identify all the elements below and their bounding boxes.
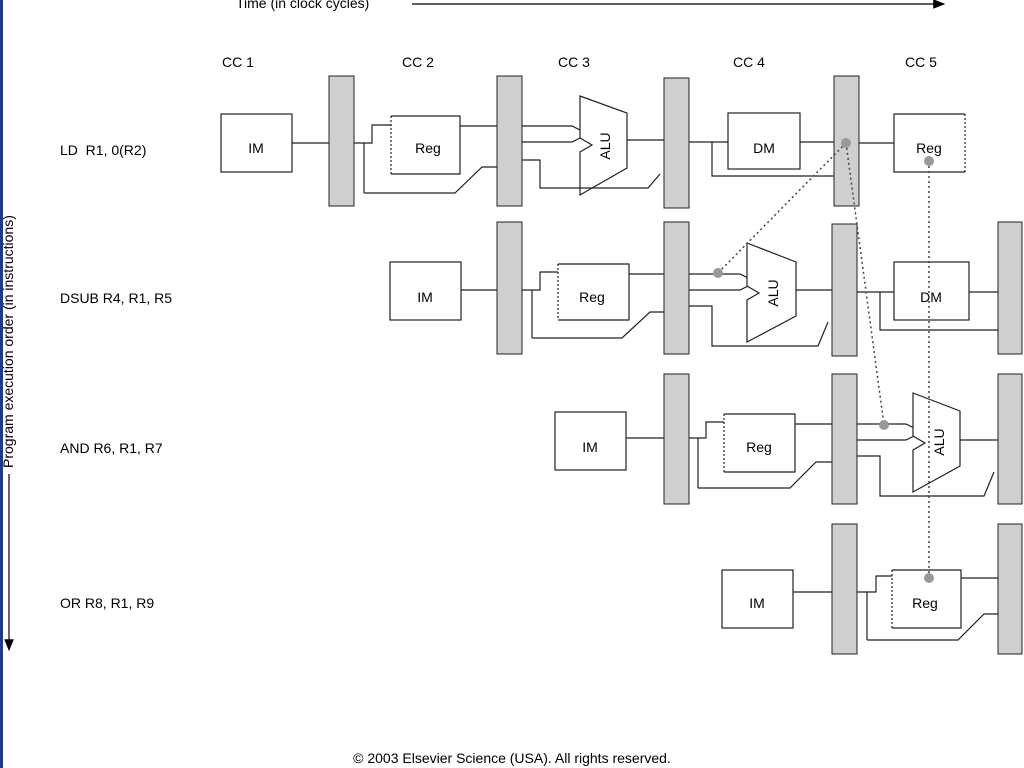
time-axis-label: Time (in clock cycles) xyxy=(236,0,369,11)
forward-dot xyxy=(841,138,851,148)
forwarding-paths xyxy=(713,138,934,583)
forward-dot xyxy=(924,573,934,583)
reg-label: Reg xyxy=(912,595,938,611)
instruction-label: AND R6, R1, R7 xyxy=(60,440,163,456)
slide-edge-bar xyxy=(0,0,3,768)
dm-box xyxy=(893,261,970,321)
reg-label: Reg xyxy=(916,140,942,156)
instruction-label: LD R1, 0(R2) xyxy=(60,142,146,158)
pipeline-register xyxy=(328,75,355,207)
pipeline-register xyxy=(663,77,690,209)
pipeline-register xyxy=(663,373,690,505)
alu-label: ALU xyxy=(765,279,781,306)
reg-label: Reg xyxy=(415,140,441,156)
alu-shape xyxy=(912,392,961,494)
cc-label: CC 4 xyxy=(733,54,765,70)
forward-dot xyxy=(713,268,723,278)
forward-dot xyxy=(924,156,934,166)
instruction-label: DSUB R4, R1, R5 xyxy=(60,290,172,306)
clock-cycle-headers: CC 1 CC 2 CC 3 CC 4 CC 5 xyxy=(222,54,937,70)
alu-shape xyxy=(579,95,628,197)
pipeline-register xyxy=(663,221,690,355)
im-box xyxy=(554,411,627,471)
dm-box xyxy=(727,112,801,170)
pipeline-register xyxy=(496,221,523,355)
pipeline-register xyxy=(831,523,858,655)
alu-shape xyxy=(746,242,797,343)
reg-label: Reg xyxy=(579,289,605,305)
order-axis-label: Program execution order (in instructions… xyxy=(0,215,16,468)
pipeline-diagram: Time (in clock cycles) Program execution… xyxy=(0,0,1023,655)
im-box xyxy=(721,569,794,629)
pipeline-register xyxy=(496,75,523,207)
forward-dot xyxy=(879,420,889,430)
im-label: IM xyxy=(248,140,264,156)
forward-path xyxy=(717,142,847,274)
alu-label: ALU xyxy=(597,132,613,159)
pipeline-register xyxy=(997,523,1023,655)
pipeline-register xyxy=(997,373,1023,505)
pipeline-register xyxy=(831,373,858,505)
instruction-label: OR R8, R1, R9 xyxy=(60,595,154,611)
pipeline-row-ld: IM Reg ALU DM Reg xyxy=(220,75,966,209)
copyright-footer: © 2003 Elsevier Science (USA). All right… xyxy=(353,750,671,766)
im-box xyxy=(389,261,462,321)
im-label: IM xyxy=(417,289,433,305)
dm-label: DM xyxy=(753,140,775,156)
pipeline-register xyxy=(831,223,858,357)
pipeline-row-dsub: IM Reg ALU DM xyxy=(389,221,1023,357)
pipeline-register xyxy=(997,221,1023,355)
im-label: IM xyxy=(749,595,765,611)
pipeline-row-and: IM Reg ALU xyxy=(554,373,1023,505)
cc-label: CC 1 xyxy=(222,54,254,70)
pipeline-register xyxy=(833,75,860,207)
cc-label: CC 5 xyxy=(905,54,937,70)
instruction-labels: LD R1, 0(R2) DSUB R4, R1, R5 AND R6, R1,… xyxy=(60,142,172,611)
alu-label: ALU xyxy=(931,428,947,455)
im-label: IM xyxy=(582,439,598,455)
pipeline-row-or: IM Reg xyxy=(721,523,1023,655)
reg-label: Reg xyxy=(746,439,772,455)
im-box xyxy=(220,113,293,173)
dm-label: DM xyxy=(920,289,942,305)
cc-label: CC 3 xyxy=(558,54,590,70)
cc-label: CC 2 xyxy=(402,54,434,70)
